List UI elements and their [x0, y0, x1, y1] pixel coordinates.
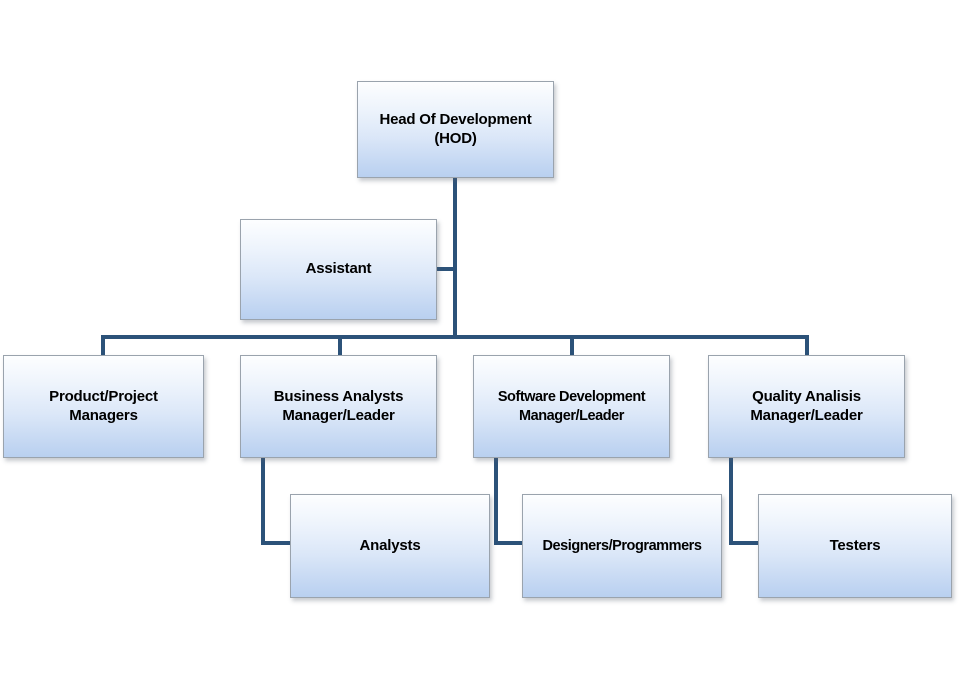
- node-label: Quality Analisis Manager/Leader: [750, 387, 863, 424]
- connector-assistant-stub: [436, 267, 456, 271]
- connector-elbow-testers-vertical: [729, 457, 733, 545]
- node-analysts[interactable]: Analysts: [290, 494, 490, 598]
- node-designers-programmers[interactable]: Designers/Programmers: [522, 494, 722, 598]
- node-testers[interactable]: Testers: [758, 494, 952, 598]
- node-quality-analysis-manager[interactable]: Quality Analisis Manager/Leader: [708, 355, 905, 458]
- connector-drop-business-analysts: [338, 335, 342, 356]
- connector-drop-product-managers: [101, 335, 105, 356]
- node-business-analysts-manager[interactable]: Business Analysts Manager/Leader: [240, 355, 437, 458]
- connector-elbow-designers-vertical: [494, 457, 498, 545]
- node-label: Testers: [829, 536, 881, 554]
- node-label: Designers/Programmers: [542, 537, 702, 554]
- node-product-project-managers[interactable]: Product/Project Managers: [3, 355, 204, 458]
- node-head-of-development[interactable]: Head Of Development (HOD): [357, 81, 554, 178]
- connector-elbow-designers-horizontal: [494, 541, 525, 545]
- connector-elbow-analysts-horizontal: [261, 541, 293, 545]
- node-label: Business Analysts Manager/Leader: [273, 387, 404, 424]
- node-label: Analysts: [359, 536, 421, 554]
- node-label: Product/Project Managers: [49, 387, 158, 424]
- connector-drop-quality-analysis: [805, 335, 809, 356]
- node-assistant[interactable]: Assistant: [240, 219, 437, 320]
- node-label: Software Development Manager/Leader: [497, 389, 646, 424]
- node-label: Assistant: [305, 260, 372, 278]
- connector-elbow-testers-horizontal: [729, 541, 761, 545]
- node-label: Head Of Development (HOD): [379, 110, 532, 147]
- connector-distribution-bar: [101, 335, 809, 339]
- connector-drop-software-development: [570, 335, 574, 356]
- node-software-development-manager[interactable]: Software Development Manager/Leader: [473, 355, 670, 458]
- connector-elbow-analysts-vertical: [261, 457, 265, 545]
- connector-hod-trunk: [453, 177, 457, 339]
